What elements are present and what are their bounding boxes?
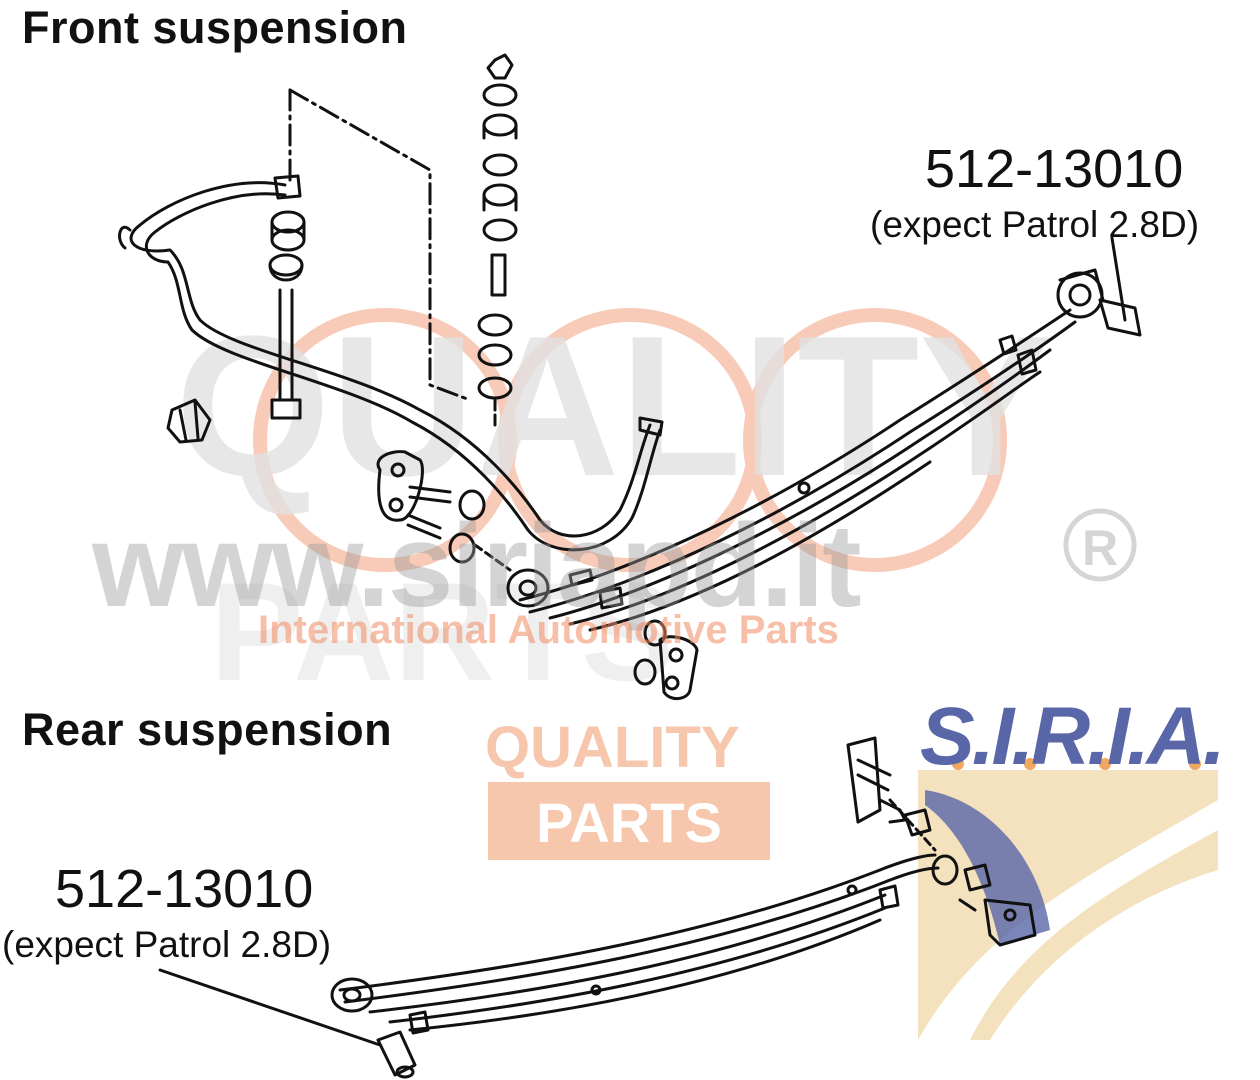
rear-suspension-heading: Rear suspension bbox=[22, 704, 393, 755]
svg-text:R: R bbox=[1082, 520, 1118, 576]
quality-watermark: QUALITY PARTS bbox=[175, 295, 1053, 710]
rear-hanger-drawing bbox=[846, 736, 1037, 947]
leaf-spring-drawing bbox=[506, 268, 1105, 632]
rear-leaf-spring-drawing bbox=[330, 853, 940, 1079]
parts-logo-word: PARTS bbox=[536, 791, 722, 854]
rear-callout-leader bbox=[158, 968, 382, 1047]
front-callout-bushing bbox=[1098, 298, 1142, 337]
parts-logo-box: PARTS bbox=[488, 782, 770, 860]
rear-part-number: 512-13010 bbox=[55, 859, 314, 919]
siria-road-logo bbox=[918, 758, 1218, 1040]
bushing-stack-drawing bbox=[477, 53, 518, 427]
front-callout-leader bbox=[1110, 236, 1127, 322]
bushing-icon bbox=[166, 398, 212, 444]
front-part-note: (expect Patrol 2.8D) bbox=[870, 204, 1200, 245]
shackle-drawing bbox=[376, 450, 699, 700]
quality-logo-word: QUALITY bbox=[485, 715, 740, 780]
watermark-tagline: International Automotive Parts bbox=[258, 608, 839, 652]
front-suspension-heading: Front suspension bbox=[22, 2, 408, 53]
sway-bar-drawing bbox=[118, 181, 664, 552]
siria-brand-logo: S.I.R.I.A. bbox=[920, 691, 1226, 782]
bracket-drawing bbox=[268, 88, 472, 420]
registered-mark-icon: R bbox=[1063, 508, 1137, 582]
front-part-number: 512-13010 bbox=[925, 139, 1184, 199]
rear-part-note: (expect Patrol 2.8D) bbox=[2, 924, 332, 965]
svg-text:QUALITY: QUALITY bbox=[175, 295, 1053, 518]
svg-text:PARTS: PARTS bbox=[210, 553, 674, 710]
watermark-website: www.siriapd.it bbox=[92, 500, 862, 632]
